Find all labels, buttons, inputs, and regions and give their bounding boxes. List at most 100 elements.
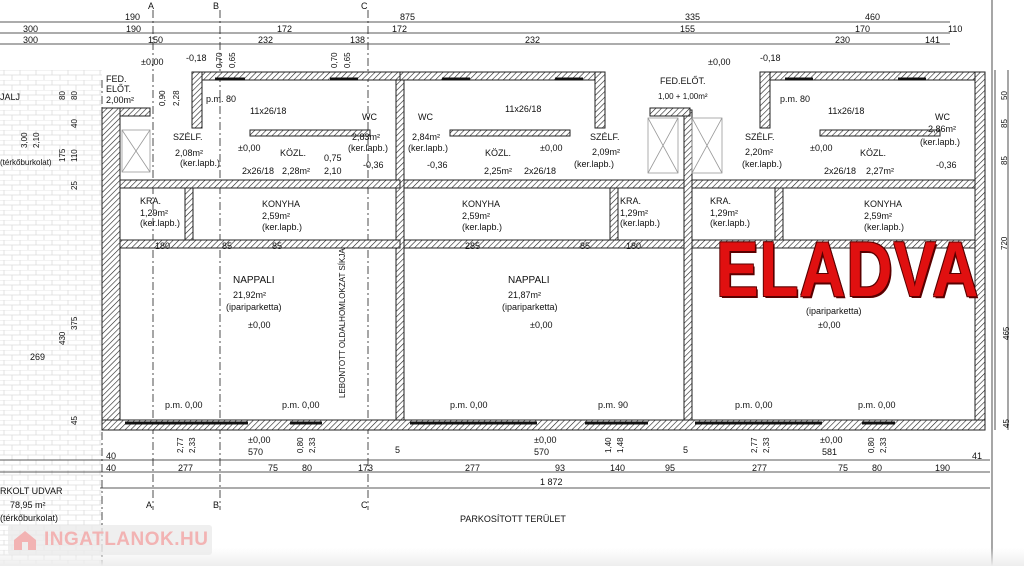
room-kozl: KÖZL.	[485, 148, 512, 158]
dim-bottom: 80	[302, 463, 313, 473]
dim-left: 175	[58, 148, 67, 162]
dim-bottom: 173	[358, 463, 374, 473]
dim-top: 138	[350, 35, 366, 45]
room-area: 1,29m²	[620, 208, 649, 218]
level-label: ±0,00	[530, 320, 553, 330]
room-kozl: KÖZL.	[860, 148, 887, 158]
dim-top: 300	[23, 24, 39, 34]
level-label: ±0,00	[708, 57, 731, 67]
level-label: -0,36	[363, 160, 384, 170]
dim-living: 285	[465, 241, 481, 251]
room-kra: KRA.	[140, 196, 162, 206]
room-nappali: NAPPALI	[233, 275, 275, 286]
floor-type: (ker.lapb.)	[180, 158, 221, 168]
dim-left: 25	[70, 181, 79, 190]
house-icon	[14, 531, 36, 550]
stairs-label: 11x26/18	[828, 106, 865, 116]
dim-top: 150	[148, 35, 164, 45]
door-width: 0,75	[324, 153, 342, 163]
left-area-label: JALJ	[0, 92, 21, 102]
floor-type: (ker.lapb.)	[864, 222, 905, 232]
room-area: 2,09m²	[592, 147, 621, 157]
dim-bottom: 80	[872, 463, 883, 473]
dim-top: 232	[525, 35, 541, 45]
dim-top: 230	[835, 35, 851, 45]
dim-right: 85	[1000, 119, 1009, 128]
dim-top: 232	[258, 35, 274, 45]
dim-top: 300	[23, 35, 39, 45]
room-wc: WC	[418, 112, 433, 122]
height-label: 1,40	[604, 437, 613, 453]
dim-living: 180	[626, 241, 642, 251]
dim-left: 375	[70, 316, 79, 330]
dim-bottom: 277	[752, 463, 768, 473]
dim-bottom: 5	[683, 445, 689, 455]
pm-label: p.m. 90	[598, 400, 629, 410]
dim-left: 110	[70, 149, 79, 162]
door-height: 2,28	[172, 90, 181, 106]
floor-type: (ker.lapb.)	[920, 137, 961, 147]
dim-left: 269	[30, 352, 46, 362]
dim-bottom: 5	[395, 445, 401, 455]
dim-living: 180	[155, 241, 171, 251]
level-label: ±0,00	[540, 143, 563, 153]
room-area: 2,28m²	[282, 166, 311, 176]
room-konyha: KONYHA	[864, 199, 903, 209]
level-label: ±0,00	[818, 320, 841, 330]
stairs-label: 2x26/18	[524, 166, 557, 176]
floor-type: (ipariparketta)	[226, 302, 282, 312]
floor-type: (ker.lapb.)	[348, 143, 389, 153]
shafts	[121, 117, 723, 174]
height-label: 0,80	[867, 437, 876, 453]
dim-top: 110	[948, 24, 963, 34]
dim-left: 40	[70, 119, 79, 128]
dim-bottom: 570	[534, 447, 550, 457]
sold-stamp: ELADVA	[716, 225, 980, 313]
bottom-fade	[0, 548, 1024, 566]
dim-bottom: 41	[972, 451, 983, 461]
room-area: 2,59m²	[462, 211, 491, 221]
floor-type: (ker.lapb.)	[462, 222, 503, 232]
left-area-paving: (térkőburkolat)	[0, 158, 52, 167]
room-area: 2,08m²	[175, 148, 204, 158]
height-label: 2,33	[308, 437, 317, 453]
room-area: 2,25m²	[484, 166, 513, 176]
dim-top: 875	[400, 12, 416, 22]
stairs-label: 2x26/18	[242, 166, 275, 176]
dim-top: 190	[126, 24, 142, 34]
pm-label: p.m. 0,00	[165, 400, 203, 410]
window-height: 0,70	[215, 52, 224, 68]
dim-bottom: 75	[838, 463, 849, 473]
pm-label: p.m. 80	[206, 94, 237, 104]
section-mark-a: A	[148, 1, 155, 11]
room-area: 2,20m²	[745, 147, 774, 157]
level-label: ±0,00	[820, 435, 843, 445]
dim-bottom: 75	[268, 463, 279, 473]
dim-right: 720	[1000, 236, 1009, 250]
pm-label: p.m. 0,00	[858, 400, 896, 410]
section-mark-c: C	[361, 1, 368, 11]
windows	[125, 77, 926, 425]
level-label: ±0,00	[141, 57, 164, 67]
section-mark-b: B	[213, 500, 220, 510]
height-label: 0,80	[296, 437, 305, 453]
dim-bottom: 40	[106, 451, 117, 461]
room-area: 1,29m²	[710, 208, 739, 218]
door-height: 2,10	[324, 166, 342, 176]
dim-bottom: 277	[178, 463, 194, 473]
room-area: 2,59m²	[262, 211, 291, 221]
dim-total: 1 872	[540, 477, 563, 487]
floor-type: (ipariparketta)	[502, 302, 558, 312]
stairs-label: 11x26/18	[250, 106, 287, 116]
room-area: 21,92m²	[233, 290, 267, 300]
window-height: 0,65	[343, 52, 352, 68]
door-width: 0,90	[158, 90, 167, 106]
walls	[101, 71, 986, 431]
height-label: 1,48	[616, 437, 625, 453]
floor-type: (ipariparketta)	[806, 306, 862, 316]
floor-type: (ker.lapb.)	[574, 159, 615, 169]
stairs-label: 11x26/18	[505, 104, 542, 114]
dim-bottom: 95	[665, 463, 676, 473]
section-mark-b: B	[213, 1, 220, 11]
